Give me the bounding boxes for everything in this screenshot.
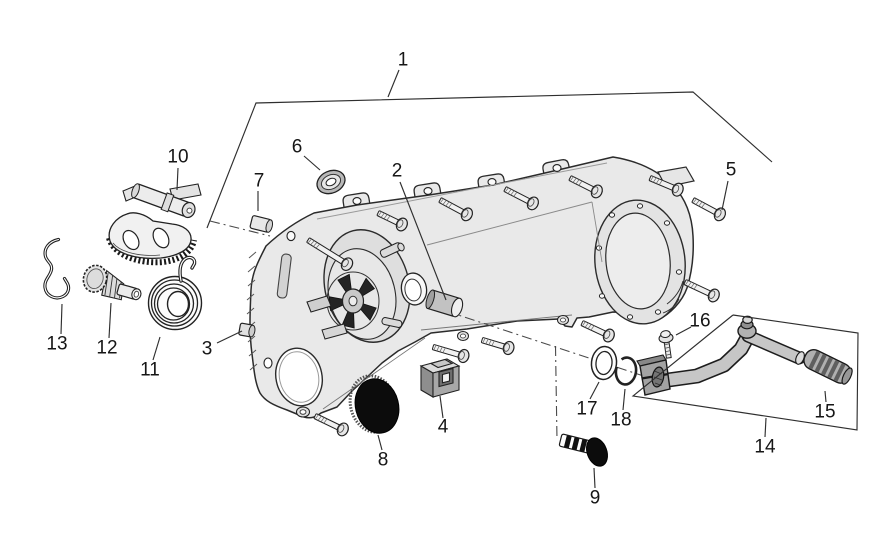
callout-13-leader bbox=[60, 303, 63, 335]
callout-4-leader bbox=[439, 395, 444, 419]
callout-6-leader bbox=[303, 155, 321, 171]
screw bbox=[480, 337, 515, 356]
part-4-rubber-pad bbox=[419, 358, 461, 398]
part-3-dowel bbox=[238, 322, 256, 338]
callout-12-label: 12 bbox=[96, 338, 117, 359]
callout-13-label: 13 bbox=[46, 334, 67, 355]
part-7-pin bbox=[249, 215, 274, 233]
part-10-kick-start-gear bbox=[106, 183, 202, 266]
callout-12-leader bbox=[108, 302, 112, 339]
screw bbox=[438, 197, 474, 222]
callout-14: 14 bbox=[631, 314, 859, 458]
part-11-return-spring bbox=[147, 255, 203, 331]
screw bbox=[431, 344, 470, 364]
callout-14-leader bbox=[764, 417, 767, 438]
part-16-lever-bolt bbox=[658, 330, 674, 359]
callout-6-label: 6 bbox=[292, 137, 303, 158]
part-8-cover-cap bbox=[348, 374, 400, 434]
screw bbox=[376, 210, 408, 232]
callout-9: 9 bbox=[590, 467, 601, 509]
callout-12: 12 bbox=[96, 302, 118, 359]
callout-2-label: 2 bbox=[392, 161, 403, 182]
callout-11: 11 bbox=[140, 336, 161, 381]
callout-15-label: 15 bbox=[814, 402, 835, 423]
callout-5-leader bbox=[721, 180, 729, 211]
callout-1-bracket bbox=[206, 91, 773, 229]
callout-1-label: 1 bbox=[398, 50, 409, 71]
screw bbox=[503, 186, 540, 211]
callout-14-bracket bbox=[631, 314, 859, 431]
callout-7-label: 7 bbox=[254, 171, 265, 192]
part-5-screws bbox=[306, 175, 727, 437]
callout-4: 4 bbox=[438, 395, 449, 438]
callout-1: 1 bbox=[206, 50, 773, 229]
callout-13: 13 bbox=[46, 303, 68, 355]
part-12-pinion bbox=[82, 264, 142, 301]
part-15-lever-grip bbox=[803, 349, 853, 385]
callout-17: 17 bbox=[576, 381, 600, 420]
screw bbox=[683, 279, 720, 303]
callout-8-leader bbox=[377, 434, 383, 451]
callout-11-leader bbox=[152, 336, 161, 361]
callout-3: 3 bbox=[202, 330, 243, 360]
callout-10-label: 10 bbox=[167, 147, 188, 168]
callout-18-label: 18 bbox=[610, 410, 631, 431]
axis-lines bbox=[445, 310, 672, 441]
callout-8-label: 8 bbox=[378, 450, 389, 471]
part-9-plug bbox=[558, 433, 608, 467]
callout-4-label: 4 bbox=[438, 417, 449, 438]
callout-10: 10 bbox=[167, 147, 189, 191]
callout-5: 5 bbox=[721, 160, 737, 211]
screw bbox=[306, 237, 354, 272]
callout-1-leader bbox=[387, 69, 400, 98]
callout-2: 2 bbox=[392, 161, 447, 301]
callout-16: 16 bbox=[675, 311, 711, 336]
callout-18-leader bbox=[622, 388, 626, 411]
screw bbox=[648, 175, 684, 197]
screw bbox=[313, 413, 349, 437]
callout-3-label: 3 bbox=[202, 339, 213, 360]
part-13-retaining-clip bbox=[43, 237, 71, 300]
callout-14-label: 14 bbox=[754, 437, 776, 458]
screw bbox=[691, 197, 727, 222]
part-6-seal-ring bbox=[316, 169, 346, 195]
callout-9-label: 9 bbox=[590, 488, 601, 509]
screw bbox=[580, 320, 615, 343]
screw bbox=[568, 175, 603, 199]
part-17-washer bbox=[590, 345, 618, 381]
callout-16-leader bbox=[675, 326, 692, 336]
part-2-bushing bbox=[425, 289, 464, 318]
callout-17-leader bbox=[589, 381, 600, 400]
callout-7: 7 bbox=[254, 171, 265, 211]
part-18-circlip bbox=[614, 356, 638, 386]
callout-11-label: 11 bbox=[140, 360, 160, 381]
callout-17-label: 17 bbox=[576, 399, 597, 420]
callout-9-leader bbox=[593, 467, 596, 489]
callout-16-label: 16 bbox=[689, 311, 710, 332]
callout-18: 18 bbox=[610, 388, 632, 431]
callout-15: 15 bbox=[814, 390, 836, 423]
callout-5-label: 5 bbox=[726, 160, 737, 181]
part-14-kick-start-lever bbox=[636, 315, 853, 396]
part-1-transmission-cover bbox=[246, 156, 695, 419]
callout-10-leader bbox=[176, 167, 179, 191]
callout-6: 6 bbox=[292, 137, 321, 171]
callout-15-leader bbox=[824, 390, 827, 403]
callout-3-leader bbox=[216, 330, 243, 344]
callout-2-leader bbox=[399, 181, 447, 301]
callout-8: 8 bbox=[377, 434, 389, 471]
